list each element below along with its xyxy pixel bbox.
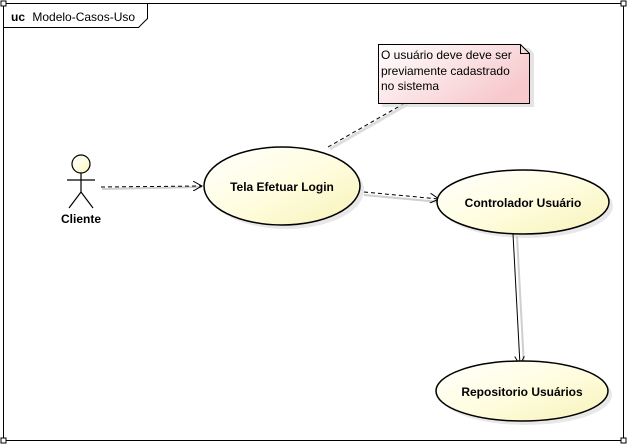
- svg-text:uc Modelo-Casos-Uso: uc Modelo-Casos-Uso: [11, 10, 135, 24]
- use-case-login: Tela Efetuar Login: [203, 146, 364, 229]
- frame-keyword: uc: [11, 10, 25, 24]
- note-anchor-line: [327, 102, 409, 151]
- association-controller-repository: [512, 233, 525, 367]
- note-line-3: no sistema: [381, 79, 439, 93]
- dependency-login-controller: [363, 191, 441, 202]
- note: O usuário deve deve ser previamente cada…: [378, 44, 534, 107]
- use-case-repository: Repositorio Usuários: [435, 360, 612, 425]
- actor-name: Cliente: [61, 212, 101, 226]
- frame-name: Modelo-Casos-Uso: [32, 10, 135, 24]
- use-case-login-label: Tela Efetuar Login: [230, 180, 334, 194]
- note-line-2: previamente cadastrado: [381, 64, 510, 78]
- actor-cliente: Cliente: [61, 154, 101, 226]
- use-case-controller: Controlador Usuário: [436, 169, 613, 238]
- use-case-controller-label: Controlador Usuário: [465, 196, 582, 210]
- note-line-1: O usuário deve deve ser: [381, 48, 512, 62]
- dependency-actor-login: [100, 186, 202, 189]
- use-case-repository-label: Repositorio Usuários: [461, 385, 583, 399]
